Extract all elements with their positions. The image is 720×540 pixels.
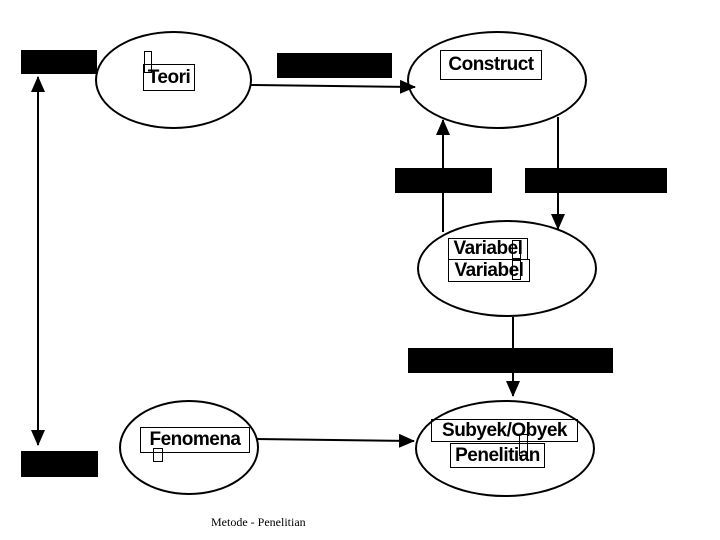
subyek-label-line1: Subyek/Obyek — [431, 419, 578, 442]
missing-glyph-box-variabel-1 — [512, 240, 521, 259]
redacted-label-bar-bottom-left — [21, 451, 98, 477]
node-construct-ellipse — [407, 31, 587, 129]
redacted-label-bar-teori-construct — [277, 53, 392, 78]
redacted-label-bar-top-left — [21, 50, 97, 74]
missing-glyph-box-variabel-2 — [512, 260, 521, 280]
node-fenomena-ellipse — [119, 400, 259, 495]
arrow-fenomena-to-subyek — [255, 433, 415, 448]
fenomena-label: Fenomena — [140, 427, 250, 453]
subyek-label-line2: Penelitian — [450, 443, 545, 468]
node-subyek-ellipse — [415, 400, 595, 497]
node-teori-ellipse — [95, 31, 252, 129]
missing-glyph-box-teori — [144, 51, 152, 73]
redacted-label-bar-mid-right — [525, 168, 667, 193]
teori-label: Teori — [143, 64, 195, 91]
footer-caption: Metode - Penelitian — [211, 515, 306, 529]
construct-label: Construct — [440, 50, 542, 80]
variabel-label-line2: Variabel — [448, 259, 530, 282]
missing-glyph-box-fenomena — [153, 448, 163, 462]
redacted-label-bar-long — [408, 348, 613, 373]
node-variabel-ellipse — [417, 220, 597, 317]
missing-glyph-box-subyek — [519, 434, 528, 456]
arrow-teori-to-construct — [249, 79, 416, 94]
